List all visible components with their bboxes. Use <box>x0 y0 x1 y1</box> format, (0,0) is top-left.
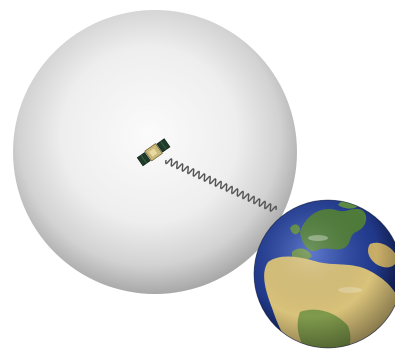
satellite-coverage-diagram <box>0 0 395 353</box>
